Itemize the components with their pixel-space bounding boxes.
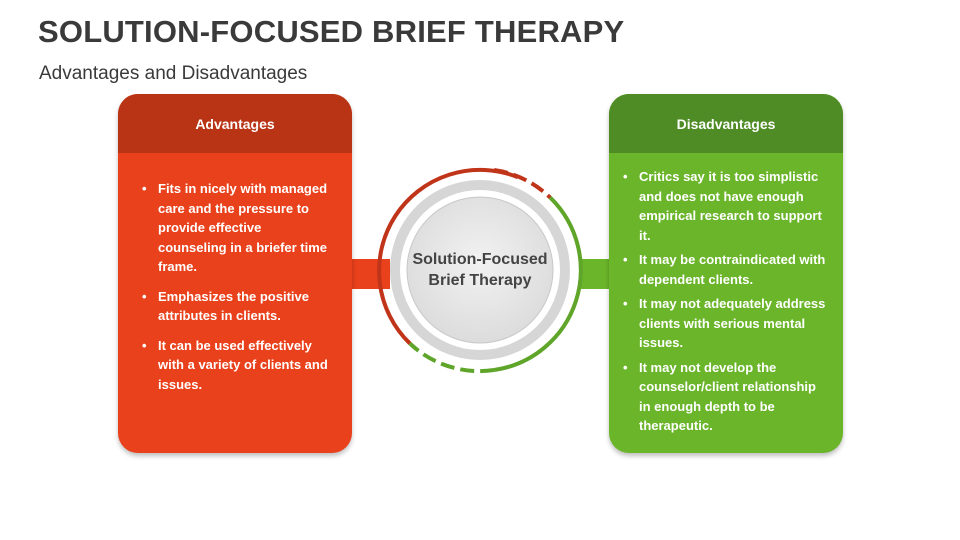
disadvantages-list: Critics say it is too simplistic and doe… [609,153,843,436]
disadvantages-item: It may not adequately address clients wi… [623,294,829,353]
disadvantages-solid-arc [493,196,583,372]
page-title: SOLUTION-FOCUSED BRIEF THERAPY [38,14,625,49]
page-subtitle: Advantages and Disadvantages [39,63,308,84]
disadvantages-panel: Disadvantages Critics say it is too simp… [609,94,843,453]
right-connector-bar [580,259,612,289]
left-connector-bar [350,259,390,289]
center-label: Solution-Focused Brief Therapy [412,251,548,289]
center-ring-graphic [377,167,583,374]
advantages-panel: Advantages Fits in nicely with managed c… [118,94,352,453]
advantages-item: It can be used effectively with a variet… [142,336,332,395]
disadvantages-item: It may not develop the counselor/client … [623,358,829,436]
disadvantages-item: Critics say it is too simplistic and doe… [623,167,829,245]
disadvantages-heading: Disadvantages [609,94,843,153]
advantages-heading: Advantages [118,94,352,153]
inner-disc [406,196,554,344]
advantages-list: Fits in nicely with managed care and the… [118,153,352,394]
disadvantages-dashed-arc [408,342,495,374]
advantages-dashed-arc [493,168,552,200]
advantages-solid-arc [377,167,519,345]
advantages-item: Fits in nicely with managed care and the… [142,179,332,277]
disadvantages-item: It may be contraindicated with dependent… [623,250,829,289]
advantages-item: Emphasizes the positive attributes in cl… [142,287,332,326]
